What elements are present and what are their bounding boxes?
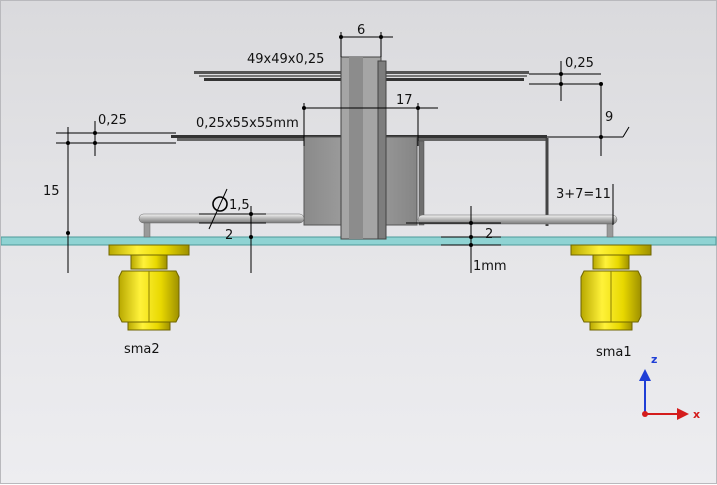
dim-49x49: 49x49x0,25 <box>247 52 324 67</box>
sma1-connector <box>570 244 652 331</box>
sma2-connector <box>108 244 190 331</box>
diameter-symbol-icon <box>212 196 228 212</box>
x-axis-arrow-icon <box>677 408 689 420</box>
dim-2-left: 2 <box>225 228 233 243</box>
dim-2-right: 2 <box>485 227 493 242</box>
dimension-dots <box>66 35 603 247</box>
dim-9: 9 <box>605 110 613 125</box>
axis-label-x: x <box>693 408 700 421</box>
dim-15: 15 <box>43 184 60 199</box>
port-label-sma2: sma2 <box>124 342 160 357</box>
dim-diameter: 1,5 <box>229 198 250 213</box>
dimension-lines <box>56 32 630 273</box>
axis-label-z: z <box>651 353 657 366</box>
dim-025-right: 0,25 <box>565 56 594 71</box>
right-vertical-pin <box>418 140 425 226</box>
right-feed-rod <box>417 214 618 238</box>
dim-1mm: 1mm <box>473 259 507 274</box>
axis-triad: z x <box>639 353 700 421</box>
dim-17: 17 <box>396 93 413 108</box>
dim-3711: 3+7=11 <box>556 187 611 202</box>
port-label-sma1: sma1 <box>596 345 632 360</box>
left-feed-rod <box>138 213 305 238</box>
feed-block <box>303 56 418 240</box>
dim-025-left: 0,25 <box>98 113 127 128</box>
z-axis-arrow-icon <box>639 369 651 381</box>
dim-055x55: 0,25x55x55mm <box>196 116 299 131</box>
dim-6: 6 <box>357 23 365 38</box>
